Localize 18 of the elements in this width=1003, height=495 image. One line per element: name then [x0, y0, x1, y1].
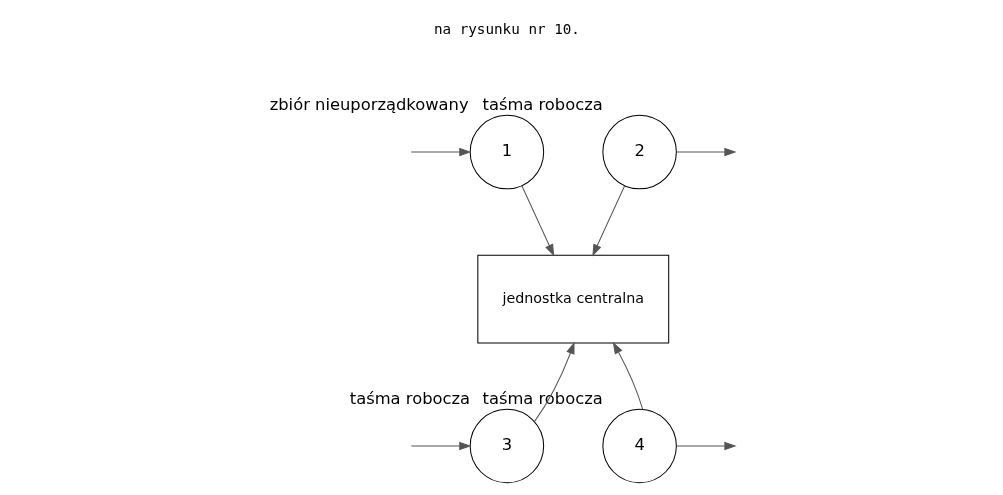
node-circle: 2: [601, 114, 677, 190]
arrow: [410, 147, 471, 157]
node-label: taśma robocza: [349, 388, 470, 408]
arrow: [533, 341, 575, 423]
node-label: zbiór nieuporządkowany: [269, 95, 469, 115]
arrow: [591, 185, 625, 257]
arrow: [410, 441, 471, 451]
node-label: taśma robocza: [482, 388, 603, 408]
node-circle: 1: [469, 114, 544, 190]
arrow: [612, 341, 643, 410]
arrow: [520, 185, 554, 257]
label: na rysunku nr 10.: [433, 21, 580, 38]
node-circle: 3: [469, 408, 544, 484]
arrow: [675, 441, 737, 451]
node-circle: 4: [601, 408, 677, 484]
node-label: taśma robocza: [482, 95, 603, 115]
arrow: [675, 147, 737, 157]
node-box: jednostka centralna: [476, 254, 669, 344]
